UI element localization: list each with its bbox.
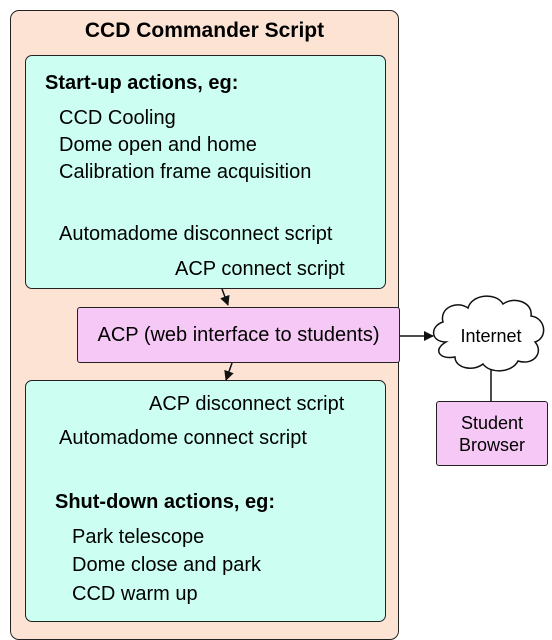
automadome-connect-script: Automadome connect script [59,427,307,449]
startup-item: Calibration frame acquisition [59,161,312,183]
acp-label: ACP (web interface to students) [97,323,380,346]
arrow-acp-to-shutdown [224,362,234,381]
acp-connect-script: ACP connect script [175,258,345,280]
startup-item: Dome open and home [59,134,257,156]
startup-actions-panel [25,55,386,289]
acp-box: ACP (web interface to students) [77,307,400,363]
shutdown-item: Park telescope [72,526,205,548]
student-browser-line1: Student [460,412,524,433]
shutdown-heading: Shut-down actions, eg: [55,491,275,513]
internet-cloud-icon [432,295,545,372]
startup-heading: Start-up actions, eg: [45,72,239,94]
internet-label: Internet [460,326,521,346]
shutdown-actions-panel [25,380,386,622]
shutdown-item: Dome close and park [72,554,261,576]
automadome-disconnect-script: Automadome disconnect script [59,223,333,245]
shutdown-item: CCD warm up [72,583,198,605]
arrow-startup-to-acp [220,288,230,306]
student-browser-box: Student Browser [436,401,548,466]
acp-disconnect-script: ACP disconnect script [149,393,345,415]
student-browser-line2: Browser [458,434,525,455]
diagram-title: CCD Commander Script [84,19,325,42]
startup-item: CCD Cooling [59,107,176,129]
